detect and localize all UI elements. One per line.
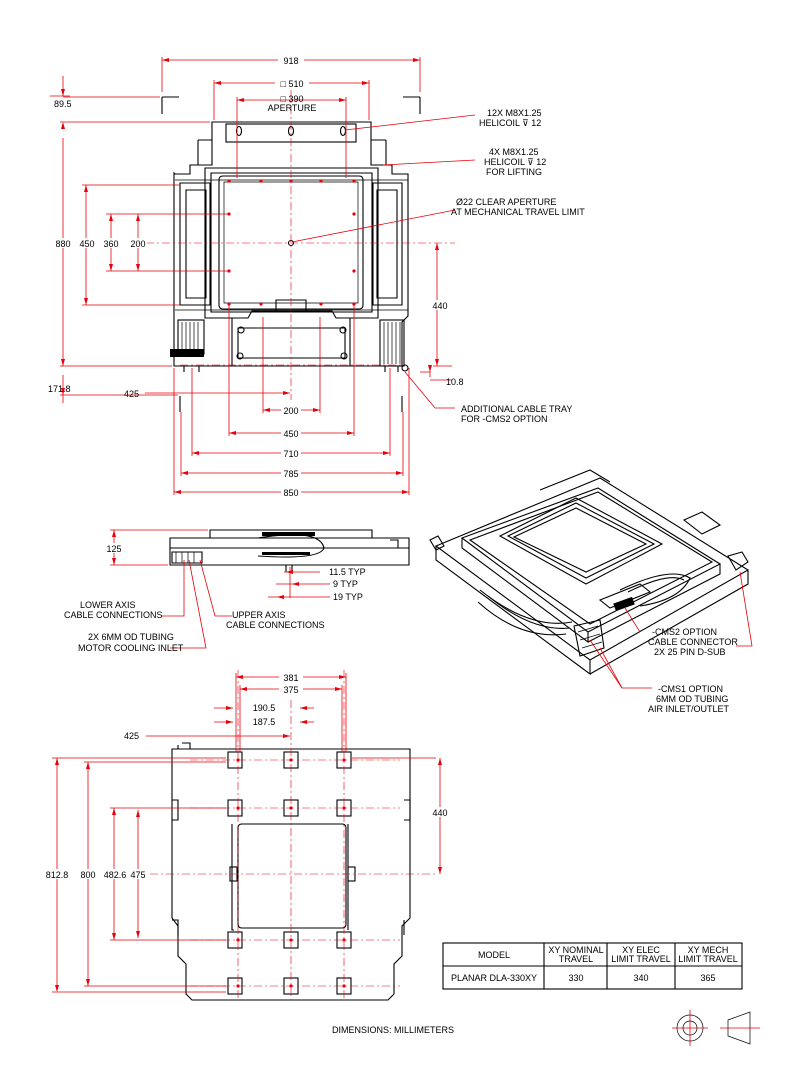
dim-height-200: 200 bbox=[130, 239, 145, 249]
callout-cms1-option: -CMS1 OPTION bbox=[658, 684, 723, 694]
table-cell-model: PLANAR DLA-330XY bbox=[451, 973, 537, 983]
dim-bottom-171-8: 171.8 bbox=[48, 384, 71, 394]
dim-offset-top: 89.5 bbox=[54, 99, 72, 109]
dim-h482-6: 482.6 bbox=[104, 870, 127, 880]
callout-tubing: 2X 6MM OD TUBING bbox=[88, 632, 174, 642]
dim-w381: 381 bbox=[283, 673, 298, 683]
callout-lower-axis-connections: CABLE CONNECTIONS bbox=[64, 610, 163, 620]
callout-lower-axis: LOWER AXIS bbox=[80, 600, 136, 610]
dim-w850: 850 bbox=[283, 488, 298, 498]
dim-overall-width: 918 bbox=[283, 56, 298, 66]
dim-h812-8: 812.8 bbox=[46, 870, 69, 880]
callout-4x-helicoil-depth: HELICOIL ⊽ 12 bbox=[484, 157, 546, 167]
dim-right-10-8: 10.8 bbox=[446, 377, 464, 387]
dim-w190-5: 190.5 bbox=[253, 703, 276, 713]
table-header-nominal: XY NOMINAL bbox=[548, 945, 603, 955]
dim-height-360: 360 bbox=[103, 239, 118, 249]
callout-for-lifting: FOR LIFTING bbox=[486, 167, 542, 177]
callout-12x-helicoil: 12X M8X1.25 bbox=[487, 108, 542, 118]
table-header-nominal-travel: TRAVEL bbox=[559, 954, 593, 964]
dim-aperture-size: □ 390 bbox=[281, 94, 304, 104]
callout-motor-cooling: MOTOR COOLING INLET bbox=[78, 643, 184, 653]
dim-w785: 785 bbox=[283, 469, 298, 479]
dim-left-425: 425 bbox=[124, 389, 139, 399]
callout-12x-helicoil-depth: HELICOIL ⊽ 12 bbox=[479, 118, 541, 128]
dim-right-440: 440 bbox=[432, 301, 447, 311]
dim-bottom-left-425: 425 bbox=[124, 731, 139, 741]
dim-w710: 710 bbox=[283, 449, 298, 459]
callout-cable-tray: ADDITIONAL CABLE TRAY bbox=[461, 404, 572, 414]
callout-4x-helicoil: 4X M8X1.25 bbox=[489, 147, 539, 157]
dim-height-880: 880 bbox=[55, 239, 70, 249]
callout-clear-aperture-limit: AT MECHANICAL TRAVEL LIMIT bbox=[451, 207, 585, 217]
dim-typ-19: 19 TYP bbox=[333, 592, 363, 602]
table-header-model: MODEL bbox=[478, 950, 510, 960]
table-header-mech-travel: LIMIT TRAVEL bbox=[678, 954, 738, 964]
dim-w375: 375 bbox=[283, 685, 298, 695]
dim-typ-11-5: 11.5 TYP bbox=[329, 567, 366, 577]
bottom-view: 381 375 190.5 187.5 425 812.8 800 482.6 … bbox=[42, 670, 450, 1001]
callout-upper-axis: UPPER AXIS bbox=[232, 610, 286, 620]
dim-height-450: 450 bbox=[79, 239, 94, 249]
third-angle-projection-icon bbox=[672, 1010, 760, 1046]
callout-cable-tray-option: FOR -CMS2 OPTION bbox=[461, 414, 548, 424]
table-cell-mech: 365 bbox=[700, 973, 715, 983]
dim-h475: 475 bbox=[130, 870, 145, 880]
dim-w187-5: 187.5 bbox=[253, 717, 276, 727]
callout-cms2-connector: CABLE CONNECTOR bbox=[648, 637, 738, 647]
dim-h800: 800 bbox=[80, 870, 95, 880]
units-note: DIMENSIONS: MILLIMETERS bbox=[332, 1025, 454, 1035]
dim-typ-9: 9 TYP bbox=[333, 579, 358, 589]
callout-cms2-dsub: 2X 25 PIN D-SUB bbox=[654, 647, 726, 657]
table-header-elec-travel: LIMIT TRAVEL bbox=[611, 954, 671, 964]
side-view: 125 11.5 TYP 9 TYP 19 TYP LOWER AXIS CAB… bbox=[64, 529, 410, 653]
callout-cms1-tubing: 6MM OD TUBING bbox=[656, 694, 728, 704]
table-cell-elec: 340 bbox=[633, 973, 648, 983]
table-header-elec: XY ELEC bbox=[622, 945, 660, 955]
callout-upper-axis-connections: CABLE CONNECTIONS bbox=[226, 620, 325, 630]
dim-table-width: □ 510 bbox=[281, 79, 304, 89]
spec-table: MODEL XY NOMINAL TRAVEL XY ELEC LIMIT TR… bbox=[442, 942, 743, 990]
iso-view: -CMS2 OPTION CABLE CONNECTOR 2X 25 PIN D… bbox=[429, 469, 753, 714]
callout-clear-aperture: Ø22 CLEAR APERTURE bbox=[456, 197, 556, 207]
dim-w450: 450 bbox=[283, 429, 298, 439]
table-header-mech: XY MECH bbox=[688, 945, 729, 955]
table-cell-nominal: 330 bbox=[568, 973, 583, 983]
dim-height-125: 125 bbox=[106, 544, 121, 554]
callout-cms1-air: AIR INLET/OUTLET bbox=[648, 704, 730, 714]
dim-w200: 200 bbox=[283, 406, 298, 416]
dim-aperture-label: APERTURE bbox=[268, 103, 317, 113]
dim-bottom-right-440: 440 bbox=[432, 808, 447, 818]
callout-cms2-option: -CMS2 OPTION bbox=[652, 627, 717, 637]
top-view: 918 □ 510 □ 390 APERTURE 89.5 880 450 36… bbox=[48, 55, 585, 498]
